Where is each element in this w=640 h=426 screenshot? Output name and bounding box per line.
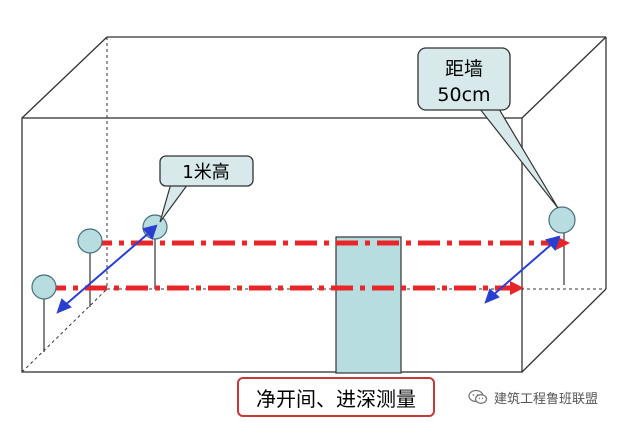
watermark: 建筑工程鲁班联盟 bbox=[468, 386, 598, 408]
callout-distance-line1: 距墙 bbox=[445, 58, 483, 80]
marker-circles bbox=[31, 206, 576, 300]
room-box bbox=[21, 36, 607, 373]
door bbox=[335, 236, 402, 374]
watermark-text: 建筑工程鲁班联盟 bbox=[494, 391, 599, 407]
callout-distance-pointer bbox=[474, 103, 559, 209]
measure-arrowhead-back bbox=[556, 236, 570, 250]
blue-arrow-right-head-a bbox=[484, 288, 500, 304]
callout-distance: 距墙 50cm bbox=[417, 47, 559, 209]
callout-height: 1米高 bbox=[159, 155, 254, 223]
hidden-bottom-left bbox=[21, 288, 108, 373]
blue-arrow-right-head-b bbox=[545, 235, 561, 251]
marker-left-front bbox=[31, 274, 57, 300]
measure-lines bbox=[44, 240, 560, 291]
callout-distance-box bbox=[417, 47, 511, 111]
blue-arrow-right-shaft bbox=[491, 242, 554, 297]
caption-box: 净开间、进深测量 bbox=[237, 377, 435, 417]
blue-arrow-left-shaft bbox=[63, 231, 151, 307]
callout-distance-line2: 50cm bbox=[437, 84, 490, 106]
callout-height-box bbox=[159, 155, 254, 187]
room-hidden-edges bbox=[21, 37, 606, 373]
room-bottom-right-edge bbox=[521, 288, 607, 373]
marker-right bbox=[548, 206, 576, 234]
room-top-left-edge bbox=[21, 36, 108, 119]
blue-arrow-left-head-b bbox=[142, 224, 158, 240]
measure-arrowhead-front bbox=[510, 281, 524, 295]
marker-left-back bbox=[77, 228, 103, 254]
caption-text: 净开间、进深测量 bbox=[256, 386, 416, 411]
wechat-icon bbox=[468, 389, 488, 404]
blue-arrow-left-head-a bbox=[56, 298, 72, 314]
callout-height-label: 1米高 bbox=[182, 162, 229, 183]
room-top-right-edge bbox=[521, 36, 607, 119]
blue-arrows bbox=[56, 224, 561, 314]
